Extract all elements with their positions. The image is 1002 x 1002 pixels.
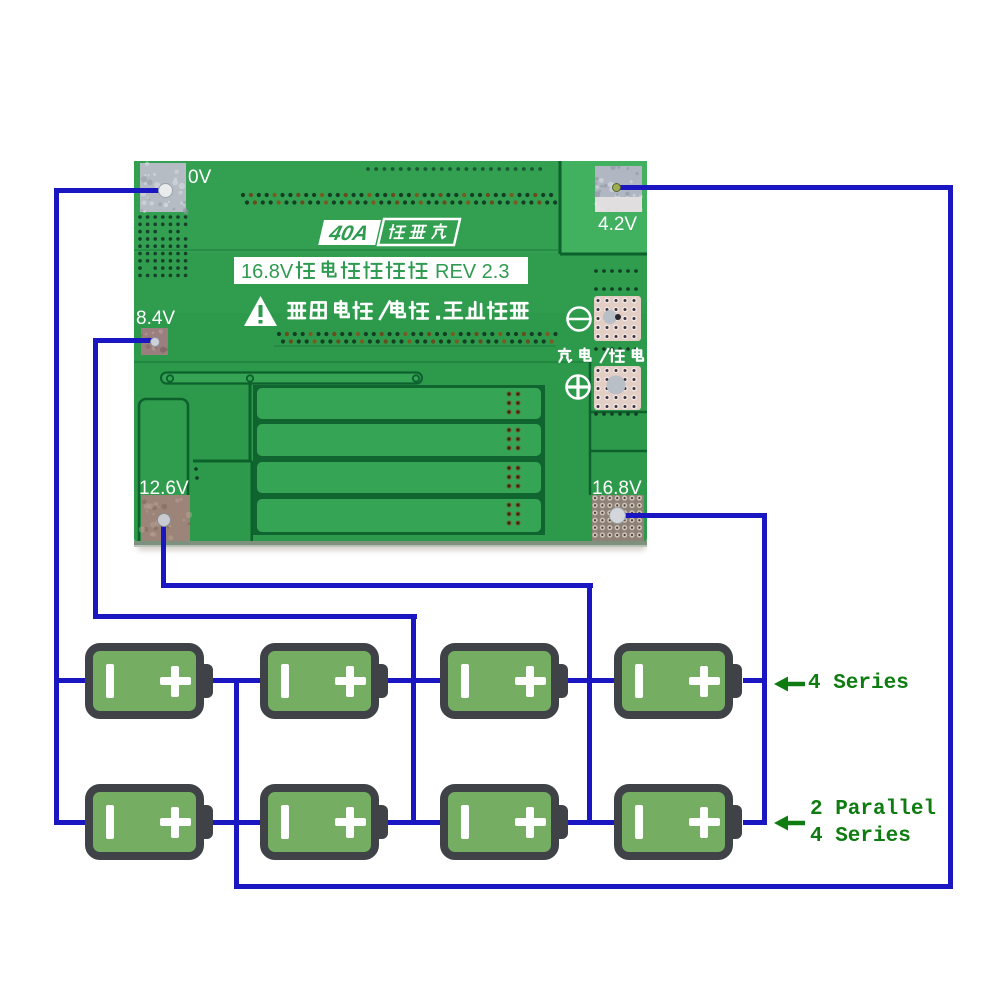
svg-text:8.4V: 8.4V [136,308,175,329]
svg-text:40A: 40A [326,221,371,245]
svg-text:4.2V: 4.2V [598,214,637,235]
svg-text:REV 2.3: REV 2.3 [435,261,509,283]
svg-text:0V: 0V [188,167,212,188]
svg-text:16.8V: 16.8V [241,261,294,283]
svg-text:12.6V: 12.6V [139,478,189,499]
svg-text:16.8V: 16.8V [592,478,642,499]
